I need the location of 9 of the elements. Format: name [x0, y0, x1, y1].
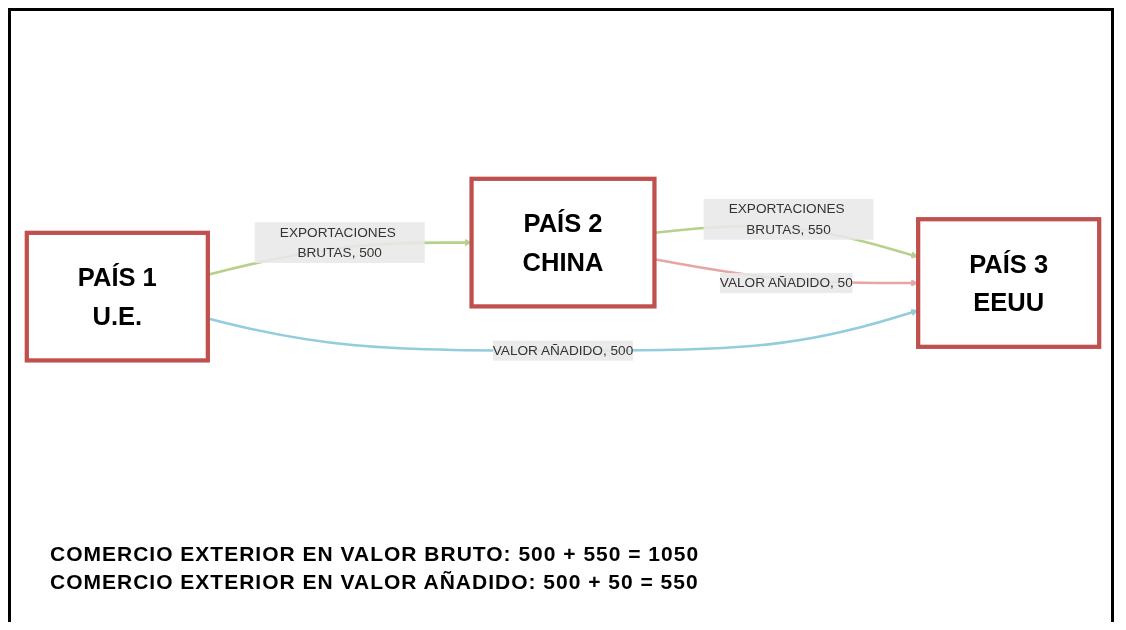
summary-text: COMERCIO EXTERIOR EN VALOR BRUTO: 500 + 550 = 1050 [50, 541, 700, 567]
node-box: PAÍS 3 EEUU [916, 217, 1102, 350]
edge-label: VALOR AÑADIDO, 500 [492, 343, 634, 358]
node-box: PAÍS 2 CHINA [469, 176, 657, 309]
edge-label: EXPORTACIONES BRUTAS, 500 [279, 224, 396, 260]
edge-label: EXPORTACIONES BRUTAS, 550 [728, 201, 845, 237]
node-box: PAÍS 1 U.E. [24, 230, 210, 363]
edge-label: VALOR AÑADIDO, 50 [719, 275, 853, 290]
summary-text: COMERCIO EXTERIOR EN VALOR AÑADIDO: 500 + 50 = 550 [50, 569, 700, 595]
